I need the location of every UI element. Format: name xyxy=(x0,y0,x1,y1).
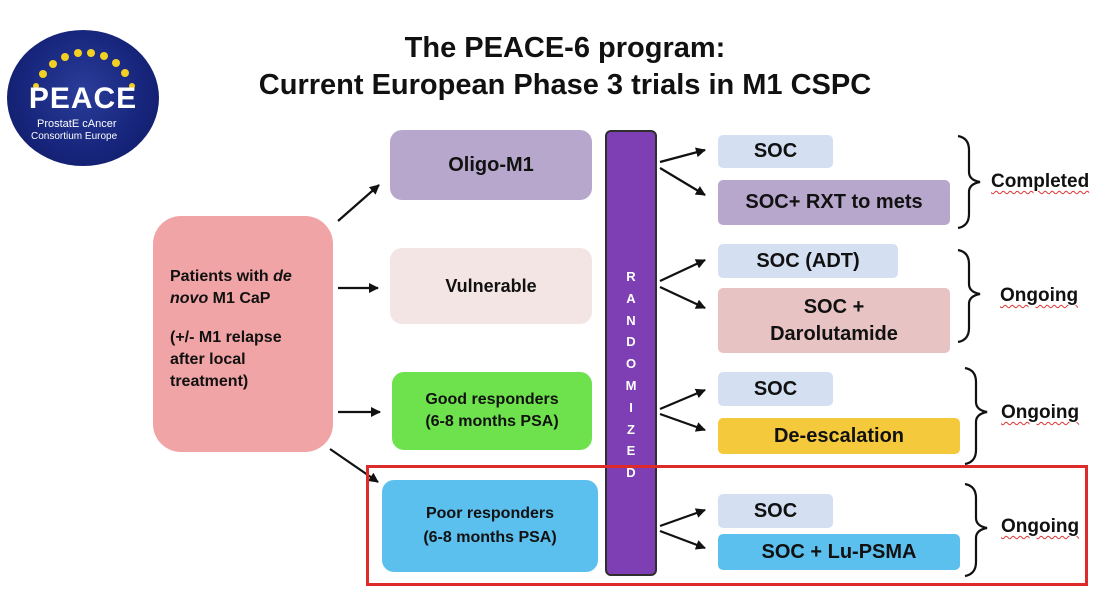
rand-letter: E xyxy=(626,443,636,459)
status-ongoing-vulnerable: Ongoing xyxy=(1000,285,1079,306)
arrow-arm-8 xyxy=(659,529,706,550)
arrow-to-poor xyxy=(329,448,379,483)
arm-soc-adt: SOC (ADT) xyxy=(718,244,898,278)
randomized-bar: R A N D O M I Z E D xyxy=(605,130,657,576)
arm-soc-rxt-mets: SOC+ RXT to mets xyxy=(718,180,950,225)
arrow-arm-1 xyxy=(659,147,706,164)
arm-soc-oligo: SOC xyxy=(718,135,833,168)
bracket-ongoing-1 xyxy=(957,248,981,344)
rand-letter: N xyxy=(626,312,636,328)
logo-tagline: ProstatE cAncer xyxy=(37,118,117,130)
arrow-arm-7 xyxy=(659,508,706,528)
status-ongoing-good: Ongoing xyxy=(1001,402,1080,423)
status-ongoing-poor: Ongoing xyxy=(1001,516,1080,537)
arrow-arm-6 xyxy=(659,412,706,432)
status-completed: Completed xyxy=(991,171,1090,192)
rand-letter: D xyxy=(626,334,636,350)
title-line-2: Current European Phase 3 trials in M1 CS… xyxy=(258,69,872,101)
rand-letter: O xyxy=(625,356,637,372)
slide-title: The PEACE-6 program: Current European Ph… xyxy=(150,30,980,104)
highlight-frame xyxy=(366,465,1088,586)
arrow-to-oligo xyxy=(337,184,380,222)
subgroup-poor-responders: Poor responders (6-8 months PSA) xyxy=(382,480,598,572)
logo-tagline-2: Consortium Europe xyxy=(31,131,118,142)
rand-letter: I xyxy=(629,399,633,415)
subgroup-oligo-m1: Oligo-M1 xyxy=(390,130,592,200)
population-note: (+/- M1 relapse after local treatment) xyxy=(170,329,282,390)
subgroup-vulnerable: Vulnerable xyxy=(390,248,592,324)
rand-letter: Z xyxy=(627,421,635,437)
rand-letter: A xyxy=(626,290,636,306)
arrow-arm-4 xyxy=(659,286,706,309)
rand-letter: R xyxy=(626,269,636,284)
rand-letter: D xyxy=(626,465,636,481)
bracket-ongoing-2 xyxy=(964,366,988,466)
rand-letter: M xyxy=(625,377,637,393)
arrow-arm-2 xyxy=(659,167,706,196)
subgroup-good-responders: Good responders (6-8 months PSA) xyxy=(392,372,592,450)
title-line-1: The PEACE-6 program: xyxy=(404,32,726,64)
arm-soc-poor: SOC xyxy=(718,494,833,528)
arm-de-escalation: De-escalation xyxy=(718,418,960,454)
arrow-arm-3 xyxy=(659,259,706,282)
arrow-arm-5 xyxy=(659,388,706,411)
logo-wordmark: PEACE xyxy=(28,82,138,115)
arm-soc-good: SOC xyxy=(718,372,833,406)
logo-star-ring-icon xyxy=(33,49,135,89)
population-box: Patients with de novo M1 CaP (+/- M1 rel… xyxy=(153,216,333,452)
bracket-completed xyxy=(957,134,981,230)
population-label: Patients with de novo M1 CaP xyxy=(170,268,292,307)
arm-soc-lu-psma: SOC + Lu-PSMA xyxy=(718,534,960,570)
arm-soc-darolutamide: SOC + Darolutamide xyxy=(718,288,950,353)
peace-logo: PEACE ProstatE cAncer Consortium Europe xyxy=(7,30,159,166)
bracket-ongoing-3 xyxy=(964,482,988,578)
